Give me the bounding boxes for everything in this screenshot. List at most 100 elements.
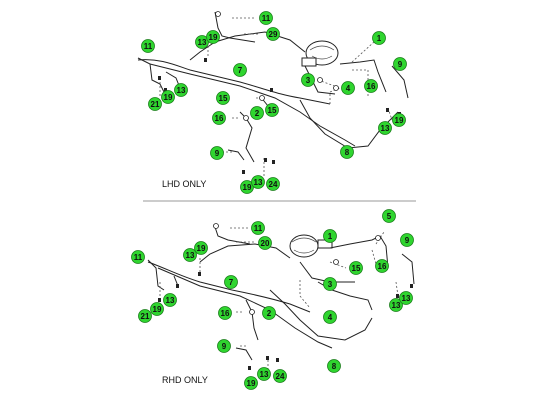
- lhd-callout-bubble-1: [266, 27, 280, 41]
- rhd-callout-bubble-9: [375, 259, 389, 273]
- rhd-callout-label-6: 9: [405, 236, 410, 245]
- lhd-only-label: LHD ONLY: [162, 179, 206, 189]
- rhd-callout-bubble-10: [224, 275, 238, 289]
- rhd-callout-label-18: 4: [328, 313, 333, 322]
- lhd-callout-label-5: 11: [144, 42, 153, 51]
- rhd-callout-bubble-7: [131, 250, 145, 264]
- rhd-callout-bubble-18: [323, 310, 337, 324]
- rhd-callout-bubble-4: [323, 229, 337, 243]
- lhd-callout-bubble-8: [301, 73, 315, 87]
- rhd-callout-bubble-24: [273, 369, 287, 383]
- lhd-callout-bubble-13: [148, 97, 162, 111]
- lhd-callout-bubble-24: [266, 177, 280, 191]
- lhd-callout-bubble-6: [372, 31, 386, 45]
- rhd-callout-label-0: 11: [254, 224, 263, 233]
- rhd-callout-label-15: 13: [166, 296, 175, 305]
- rhd-callout-bubble-11: [323, 277, 337, 291]
- lhd-callout-bubble-23: [251, 175, 265, 189]
- lhd-main-pipe-middle: [149, 63, 356, 147]
- rhd-callout-label-10: 7: [229, 278, 234, 287]
- rhd-callout-bubble-19: [399, 291, 413, 305]
- lhd-callout-bubble-4: [233, 63, 247, 77]
- rhd-callout-label-14: 19: [153, 305, 162, 314]
- rhd-callout-bubble-8: [349, 261, 363, 275]
- rhd-callout-label-24: 24: [276, 372, 285, 381]
- rhd-callout-bubble-3: [183, 248, 197, 262]
- lhd-callout-label-24: 24: [269, 180, 278, 189]
- rhd-callout-label-11: 3: [328, 280, 333, 289]
- rhd-callout-label-21: 8: [332, 362, 337, 371]
- rhd-callout-label-2: 19: [197, 244, 206, 253]
- lhd-callout-bubble-0: [259, 11, 273, 25]
- lhd-callout-label-11: 13: [381, 124, 390, 133]
- rhd-callout-label-22: 19: [247, 379, 256, 388]
- lhd-callout-bubble-18: [250, 106, 264, 120]
- rhd-callout-bubble-17: [262, 306, 276, 320]
- lhd-callout-label-10: 16: [367, 82, 376, 91]
- rhd-callout-bubble-5: [382, 209, 396, 223]
- rhd-callout-bubble-13: [138, 309, 152, 323]
- lhd-callout-label-21: 9: [215, 149, 220, 158]
- lhd-callout-label-0: 11: [262, 14, 271, 23]
- lhd-callout-label-18: 2: [255, 109, 260, 118]
- rhd-only-label: RHD ONLY: [162, 375, 208, 385]
- lhd-callout-label-22: 19: [243, 183, 252, 192]
- lhd-callout-label-16: 15: [219, 94, 228, 103]
- rhd-main-pipe-middle: [157, 267, 333, 349]
- lhd-callout-bubble-19: [212, 111, 226, 125]
- lhd-callout-label-2: 13: [198, 38, 207, 47]
- lhd-callout-label-1: 29: [269, 30, 278, 39]
- rhd-callout-label-9: 16: [378, 262, 387, 271]
- rhd-callout-label-12: 13: [392, 301, 401, 310]
- rhd-callout-label-16: 16: [221, 309, 230, 318]
- rhd-main-pipe-lower: [269, 289, 373, 341]
- rhd-callout-bubble-2: [194, 241, 208, 255]
- lhd-callout-label-15: 13: [177, 86, 186, 95]
- rhd-callout-label-23: 13: [260, 370, 269, 379]
- rhd-callout-bubble-14: [150, 302, 164, 316]
- lhd-callout-bubble-14: [161, 90, 175, 104]
- lhd-callout-label-23: 13: [254, 178, 263, 187]
- rhd-callout-label-7: 11: [134, 253, 143, 262]
- rhd-callout-bubble-15: [163, 293, 177, 307]
- lhd-master-cylinder: [301, 57, 317, 67]
- lhd-callout-label-9: 4: [346, 84, 351, 93]
- lhd-callout-bubble-12: [392, 113, 406, 127]
- rhd-callout-bubble-1: [258, 236, 272, 250]
- lhd-callout-label-6: 1: [377, 34, 382, 43]
- rhd-callout-bubble-6: [400, 233, 414, 247]
- rhd-callout-label-17: 2: [267, 309, 272, 318]
- lhd-callout-bubble-15: [174, 83, 188, 97]
- rhd-callout-label-1: 20: [261, 239, 270, 248]
- lhd-callout-bubble-17: [265, 103, 279, 117]
- rhd-callout-label-5: 5: [387, 212, 392, 221]
- rhd-callout-bubble-0: [251, 221, 265, 235]
- rhd-callout-bubble-20: [217, 339, 231, 353]
- lhd-callout-label-17: 15: [268, 106, 277, 115]
- lhd-callout-bubble-11: [378, 121, 392, 135]
- lhd-callout-label-8: 3: [306, 76, 311, 85]
- lhd-callout-label-3: 19: [209, 33, 218, 42]
- lhd-callout-label-20: 8: [345, 148, 350, 157]
- rhd-callout-label-8: 15: [352, 264, 361, 273]
- lhd-callout-label-14: 19: [164, 93, 173, 102]
- rhd-main-pipe-upper: [147, 261, 311, 313]
- rhd-callout-label-20: 9: [222, 342, 227, 351]
- lhd-callout-label-4: 7: [238, 66, 243, 75]
- rhd-callout-label-19: 13: [402, 294, 411, 303]
- lhd-callout-bubble-10: [364, 79, 378, 93]
- lhd-callout-label-13: 21: [151, 100, 160, 109]
- lhd-callout-bubble-21: [210, 146, 224, 160]
- lhd-callout-bubble-9: [341, 81, 355, 95]
- lhd-callout-bubble-7: [393, 57, 407, 71]
- lhd-callout-label-12: 19: [395, 116, 404, 125]
- rhd-callout-bubble-21: [327, 359, 341, 373]
- lhd-main-pipe-upper: [137, 59, 331, 105]
- rhd-callout-label-4: 1: [328, 232, 333, 241]
- lhd-callout-bubble-3: [206, 30, 220, 44]
- lhd-callout-bubble-5: [141, 39, 155, 53]
